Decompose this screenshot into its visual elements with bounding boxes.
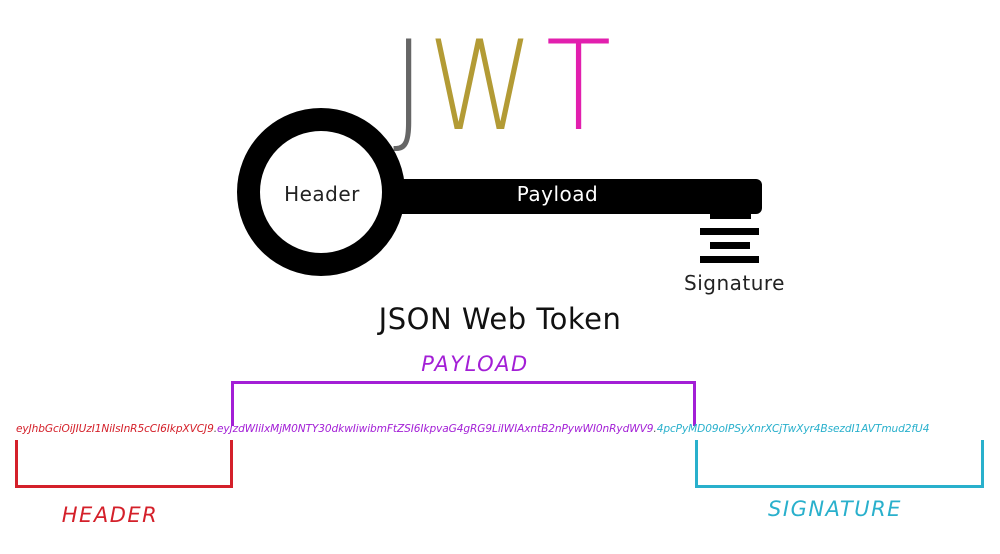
key-signature-label: Signature <box>684 271 785 295</box>
key-header-label: Header <box>284 182 360 206</box>
token-signature-segment: 4pcPyMD09oIPSyXnrXCjTwXyr4BsezdI1AVTmud2… <box>656 423 930 435</box>
key-tooth <box>700 256 759 263</box>
logo-letter-w: W <box>427 15 539 159</box>
logo-letter-t: T <box>546 15 617 159</box>
signature-section-label: SIGNATURE <box>768 497 902 521</box>
token-separator: . <box>213 423 218 435</box>
header-bracket <box>15 440 233 488</box>
token-payload-segment: eyJzdWIiIxMjM0NTY30dkwIiwibmFtZSI6IkpvaG… <box>217 423 654 435</box>
payload-section-label: PAYLOAD <box>421 352 529 376</box>
key-shaft <box>390 179 762 214</box>
token-header-segment: eyJhbGciOiJIUzI1NiIsInR5cCI6IkpXVCJ9 <box>16 423 214 435</box>
key-tooth <box>710 242 750 249</box>
encoded-token: eyJhbGciOiJIUzI1NiIsInR5cCI6IkpXVCJ9.eyJ… <box>16 423 996 435</box>
diagram-subtitle: JSON Web Token <box>378 302 622 336</box>
jwt-logo: JWT <box>393 22 628 152</box>
key-payload-label: Payload <box>516 182 599 206</box>
logo-letter-j: J <box>393 15 430 159</box>
signature-bracket <box>695 440 984 488</box>
header-section-label: HEADER <box>61 503 159 527</box>
key-ring <box>237 108 405 276</box>
key-bit-stub <box>710 213 751 219</box>
token-separator: . <box>653 423 657 435</box>
payload-bracket <box>231 381 696 426</box>
key-tooth <box>700 228 759 235</box>
